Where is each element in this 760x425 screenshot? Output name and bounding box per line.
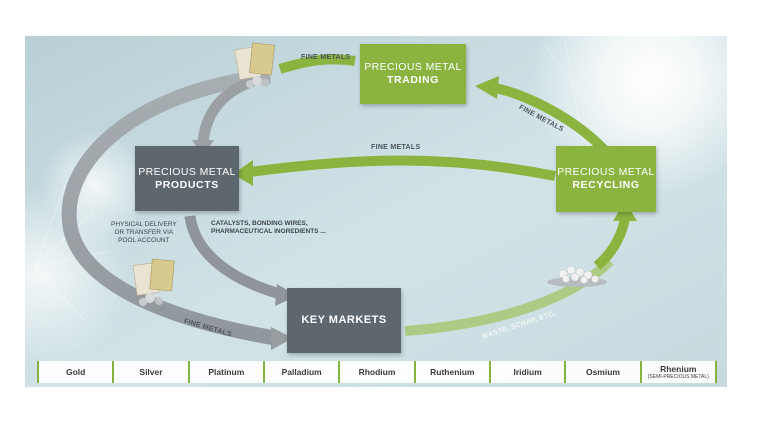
grey-arrowhead-products xyxy=(275,284,297,306)
delivery-note-line: POOL ACCOUNT xyxy=(118,237,170,245)
trading-node-line1: PRECIOUS METAL xyxy=(364,61,462,74)
metal-name: Ruthenium xyxy=(430,367,475,377)
key-markets-label: KEY MARKETS xyxy=(301,313,387,326)
green-flow-markets-recycling xyxy=(404,257,614,336)
metal-gold: Gold xyxy=(37,361,112,383)
dandelion-seeds xyxy=(34,40,606,322)
grey-flow-top-down xyxy=(197,75,255,145)
metal-osmium: Osmium xyxy=(564,361,639,383)
trading-node: PRECIOUS METAL TRADING xyxy=(360,44,466,104)
metal-ruthenium: Ruthenium xyxy=(413,361,489,383)
metal-rhodium: Rhodium xyxy=(338,361,413,383)
products-node: PRECIOUS METAL PRODUCTS xyxy=(135,146,239,211)
green-flow-top xyxy=(278,54,356,74)
products-node-line2: PRODUCTS xyxy=(155,178,219,191)
metal-name: Osmium xyxy=(585,367,620,377)
recycling-node: PRECIOUS METAL RECYCLING xyxy=(556,146,656,212)
fine-metals-label-middle: FINE METALS xyxy=(371,144,421,151)
applications-note-line: CATALYSTS, BONDING WIRES, xyxy=(211,220,308,227)
green-arrowhead-products xyxy=(233,160,253,186)
metal-name: Gold xyxy=(65,367,86,377)
products-node-line1: PRECIOUS METAL xyxy=(138,165,236,178)
grey-arrowhead-left xyxy=(271,327,293,350)
applications-note-line: PHARMACEUTICAL INGREDIENTS ... xyxy=(211,228,326,236)
metal-iridium: Iridium xyxy=(488,361,564,383)
delivery-note-line: OR TRANSFER VIA xyxy=(114,229,174,237)
trading-node-line2: TRADING xyxy=(386,74,440,86)
metals-strip: Gold Silver Platinum Palladium Rhodium R… xyxy=(37,361,717,383)
key-markets-node: KEY MARKETS xyxy=(287,288,401,353)
metal-name: Iridium xyxy=(513,367,542,377)
applications-note: CATALYSTS, BONDING WIRES, PHARMACEUTICAL… xyxy=(211,220,326,236)
metal-rhenium: Rhenium (SEMI-PRECIOUS METAL) xyxy=(639,361,717,383)
metal-bars-icon-top xyxy=(234,42,275,88)
recycling-node-line2: RECYCLING xyxy=(572,179,640,191)
metal-name: Palladium xyxy=(281,367,322,377)
scrap-pellets-icon xyxy=(547,265,607,287)
delivery-note-line: PHYSICAL DELIVERY xyxy=(111,221,177,228)
metal-name: Rhodium xyxy=(358,367,396,377)
metal-name: Rhenium xyxy=(660,364,697,374)
green-flow-up xyxy=(593,217,630,270)
metal-platinum: Platinum xyxy=(187,361,263,383)
metal-bars-icon-bottom xyxy=(132,258,175,306)
metal-silver: Silver xyxy=(112,361,187,383)
fine-metals-label-top: FINE METALS xyxy=(301,54,351,61)
delivery-note: PHYSICAL DELIVERY OR TRANSFER VIA POOL A… xyxy=(111,221,177,245)
green-flow-recycling-products xyxy=(249,155,556,181)
metal-subtitle: (SEMI-PRECIOUS METAL) xyxy=(647,374,709,380)
metal-name: Silver xyxy=(139,367,163,377)
grey-flow-products-markets xyxy=(184,215,282,300)
diagram-canvas: PRECIOUS METAL TRADING PRECIOUS METAL PR… xyxy=(25,36,727,387)
metal-name: Platinum xyxy=(208,367,245,377)
metal-palladium: Palladium xyxy=(262,361,338,383)
grey-flow-left xyxy=(61,68,277,346)
green-arrowhead-trading xyxy=(475,76,499,99)
recycling-node-line1: PRECIOUS METAL xyxy=(557,166,655,179)
